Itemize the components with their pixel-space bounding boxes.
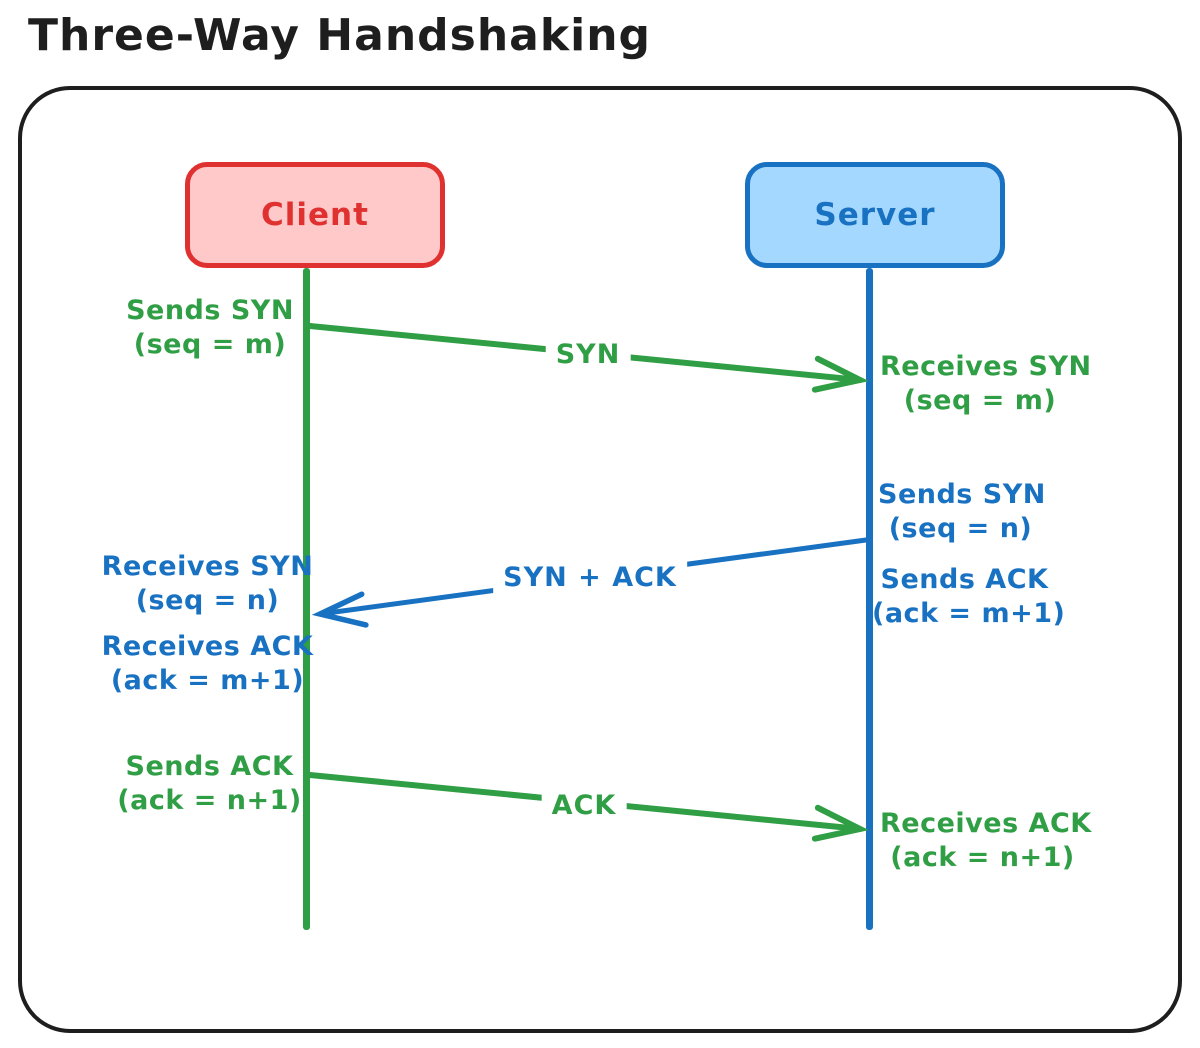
note-client-sends-ack: Sends ACK (ack = n+1) bbox=[112, 750, 307, 818]
lifeline-server bbox=[866, 268, 873, 930]
note-server-receives-ack: Receives ACK (ack = n+1) bbox=[880, 807, 1092, 875]
actor-label-client: Client bbox=[261, 197, 369, 233]
note-server-receives-syn: Receives SYN (seq = m) bbox=[880, 350, 1092, 418]
note-line: Receives ACK bbox=[101, 631, 314, 662]
note-server-sends-ack: Sends ACK (ack = m+1) bbox=[872, 563, 1066, 631]
actor-label-server: Server bbox=[814, 197, 936, 233]
note-client-receives-ack: Receives ACK (ack = m+1) bbox=[100, 630, 315, 698]
note-line: (ack = n+1) bbox=[890, 842, 1075, 873]
note-client-receives-syn: Receives SYN (seq = n) bbox=[100, 550, 315, 618]
note-line: (seq = n) bbox=[135, 585, 280, 616]
note-line: (ack = m+1) bbox=[872, 598, 1066, 629]
note-line: (seq = n) bbox=[888, 513, 1033, 544]
message-label-syn-ack: SYN + ACK bbox=[493, 560, 687, 595]
note-line: (seq = m) bbox=[133, 329, 287, 360]
note-line: Receives ACK bbox=[880, 808, 1092, 839]
note-line: (ack = m+1) bbox=[110, 665, 305, 696]
note-line: (seq = m) bbox=[903, 385, 1057, 416]
note-line: Sends ACK bbox=[125, 751, 294, 782]
note-line: Receives SYN bbox=[880, 351, 1092, 382]
diagram-title: Three-Way Handshaking bbox=[28, 10, 652, 61]
actor-box-client: Client bbox=[185, 162, 445, 268]
note-server-sends-syn: Sends SYN (seq = n) bbox=[878, 478, 1046, 546]
message-label-ack: ACK bbox=[541, 788, 627, 823]
message-label-syn: SYN bbox=[545, 337, 631, 372]
note-line: Sends SYN bbox=[878, 479, 1046, 510]
diagram-frame bbox=[18, 86, 1182, 1033]
note-line: Receives SYN bbox=[101, 551, 314, 582]
note-line: (ack = n+1) bbox=[117, 785, 302, 816]
actor-box-server: Server bbox=[745, 162, 1005, 268]
note-line: Sends ACK bbox=[880, 564, 1049, 595]
note-client-sends-syn: Sends SYN (seq = m) bbox=[120, 294, 300, 362]
note-line: Sends SYN bbox=[126, 295, 294, 326]
lifeline-client bbox=[303, 268, 310, 930]
